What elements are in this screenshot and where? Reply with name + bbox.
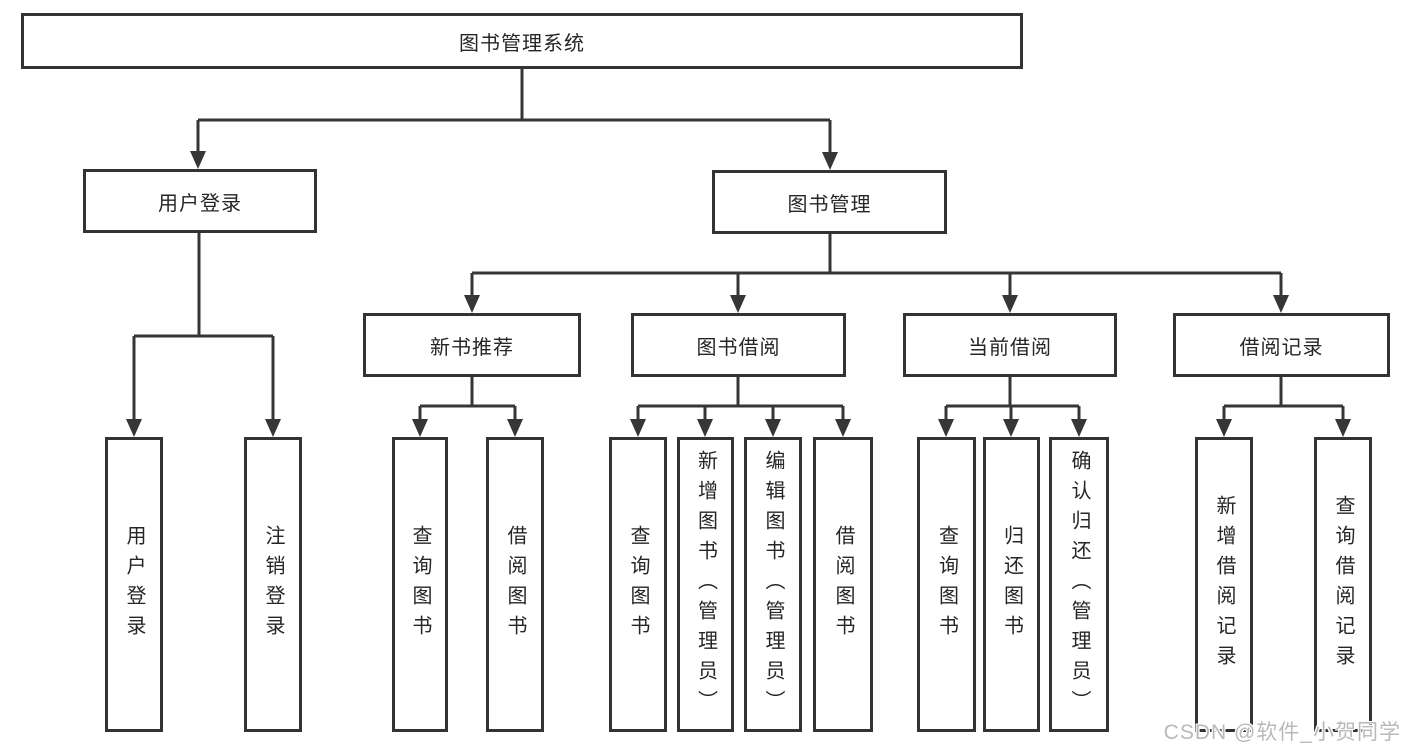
node-label: 查询借阅记录: [1332, 494, 1354, 675]
leaf-borrow-book-recommend: 借阅图书: [486, 437, 544, 732]
node-label: 图书借阅: [696, 336, 781, 359]
node-label: 编辑图书（管理员）: [762, 449, 784, 720]
leaf-return-book: 归还图书: [983, 437, 1040, 732]
leaf-logout: 注销登录: [244, 437, 302, 732]
leaf-query-book-borrow: 查询图书: [609, 437, 667, 732]
leaf-add-book-admin: 新增图书（管理员）: [677, 437, 734, 732]
node-borrow-records: 借阅记录: [1173, 313, 1390, 377]
node-new-book-recommend: 新书推荐: [363, 313, 581, 377]
node-label: 当前借阅: [968, 336, 1052, 359]
leaf-query-book-current: 查询图书: [917, 437, 976, 732]
node-label: 借阅图书: [504, 524, 526, 645]
node-label: 图书管理系统: [459, 32, 585, 55]
leaf-query-borrow-record: 查询借阅记录: [1314, 437, 1372, 732]
csdn-watermark: CSDN @软件_小贺同学: [1163, 721, 1401, 744]
node-label: 用户登录: [158, 192, 242, 215]
node-label: 查询图书: [409, 524, 431, 645]
node-label: 借阅记录: [1239, 336, 1324, 359]
node-user-login: 用户登录: [83, 169, 317, 233]
leaf-add-borrow-record: 新增借阅记录: [1195, 437, 1253, 732]
node-label: 查询图书: [935, 524, 958, 645]
node-current-borrow: 当前借阅: [903, 313, 1117, 377]
node-label: 新书推荐: [430, 336, 514, 359]
leaf-edit-book-admin: 编辑图书（管理员）: [744, 437, 802, 732]
node-label: 新增图书（管理员）: [694, 449, 717, 720]
leaf-user-login: 用户登录: [105, 437, 163, 732]
node-label: 查询图书: [627, 524, 649, 645]
node-label: 归还图书: [1000, 524, 1023, 645]
node-book-management: 图书管理: [712, 170, 947, 234]
node-book-borrow: 图书借阅: [631, 313, 846, 377]
node-label: 注销登录: [262, 524, 284, 645]
leaf-query-book-recommend: 查询图书: [392, 437, 448, 732]
leaf-confirm-return-admin: 确认归还（管理员）: [1049, 437, 1109, 732]
node-label: 图书管理: [787, 193, 872, 216]
leaf-borrow-book: 借阅图书: [813, 437, 873, 732]
node-label: 用户登录: [123, 524, 145, 645]
node-label: 新增借阅记录: [1213, 494, 1235, 675]
node-label: 确认归还（管理员）: [1068, 449, 1090, 720]
node-label: 借阅图书: [832, 524, 854, 645]
node-root-system: 图书管理系统: [21, 13, 1023, 69]
